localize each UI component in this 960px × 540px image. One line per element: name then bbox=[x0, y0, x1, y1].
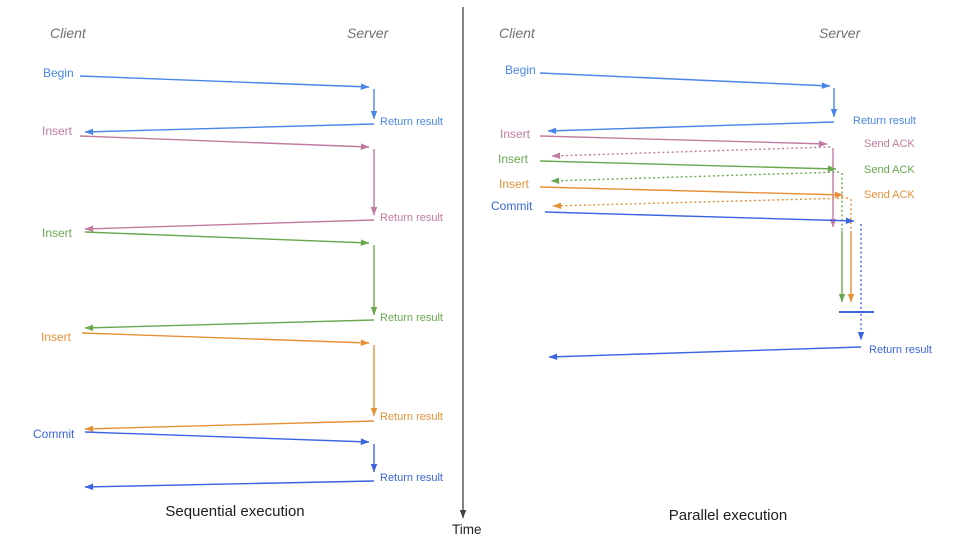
sequential-panel: Client Server Begin Return result Insert… bbox=[33, 25, 443, 520]
seq-commit-label: Commit bbox=[33, 427, 75, 441]
seq-commit-request-line bbox=[84, 431, 370, 446]
time-axis: Time bbox=[452, 7, 482, 537]
sequential-title: Sequential execution bbox=[165, 503, 304, 520]
par-server-header: Server bbox=[819, 25, 862, 41]
seq-client-header: Client bbox=[50, 25, 87, 41]
time-axis-label: Time bbox=[452, 522, 482, 537]
par-commit-response-line bbox=[548, 346, 862, 361]
seq-insert1-return-label: Return result bbox=[380, 212, 443, 224]
seq-insert2-return-label: Return result bbox=[380, 312, 443, 324]
seq-begin-request-line bbox=[79, 75, 370, 90]
parallel-panel: Client Server Begin Return result Insert… bbox=[491, 25, 932, 524]
par-commit-request-line bbox=[544, 211, 855, 225]
par-insert3-ack-label: Send ACK bbox=[864, 189, 915, 201]
par-insert3-ack-dotted-line bbox=[552, 197, 849, 210]
par-insert3-label: Insert bbox=[499, 177, 530, 191]
par-begin-label: Begin bbox=[505, 63, 536, 77]
seq-begin-return-label: Return result bbox=[380, 116, 443, 128]
seq-begin-label: Begin bbox=[43, 66, 74, 80]
par-insert1-request-line bbox=[539, 135, 828, 148]
seq-insert3-return-label: Return result bbox=[380, 411, 443, 423]
par-insert2-ack-dotted-line bbox=[550, 171, 840, 185]
seq-commit-return-label: Return result bbox=[380, 472, 443, 484]
seq-insert2-label: Insert bbox=[42, 226, 73, 240]
parallel-title: Parallel execution bbox=[669, 507, 787, 524]
par-insert1-label: Insert bbox=[500, 127, 531, 141]
seq-insert1-request-line bbox=[79, 135, 370, 150]
par-insert3-request-line bbox=[539, 186, 844, 199]
seq-insert2-response-line bbox=[84, 319, 375, 332]
seq-insert3-label: Insert bbox=[41, 330, 72, 344]
par-insert1-ack-dotted-line bbox=[551, 146, 831, 160]
par-commit-return-label: Return result bbox=[869, 344, 932, 356]
par-insert2-label: Insert bbox=[498, 152, 529, 166]
seq-insert1-response-line bbox=[84, 219, 375, 233]
seq-insert2-request-line bbox=[84, 231, 370, 246]
par-commit-label: Commit bbox=[491, 199, 533, 213]
seq-commit-response-line bbox=[84, 480, 375, 491]
seq-insert1-label: Insert bbox=[42, 124, 73, 138]
seq-insert3-request-line bbox=[81, 332, 370, 347]
par-insert2-ack-label: Send ACK bbox=[864, 164, 915, 176]
par-insert1-ack-label: Send ACK bbox=[864, 138, 915, 150]
par-begin-request-line bbox=[539, 72, 831, 89]
seq-insert3-response-line bbox=[84, 420, 375, 433]
par-begin-return-label: Return result bbox=[853, 115, 916, 127]
seq-server-header: Server bbox=[347, 25, 390, 41]
par-begin-response-line bbox=[547, 121, 835, 135]
par-client-header: Client bbox=[499, 25, 536, 41]
seq-begin-response-line bbox=[84, 123, 375, 136]
par-insert2-request-line bbox=[539, 160, 837, 173]
